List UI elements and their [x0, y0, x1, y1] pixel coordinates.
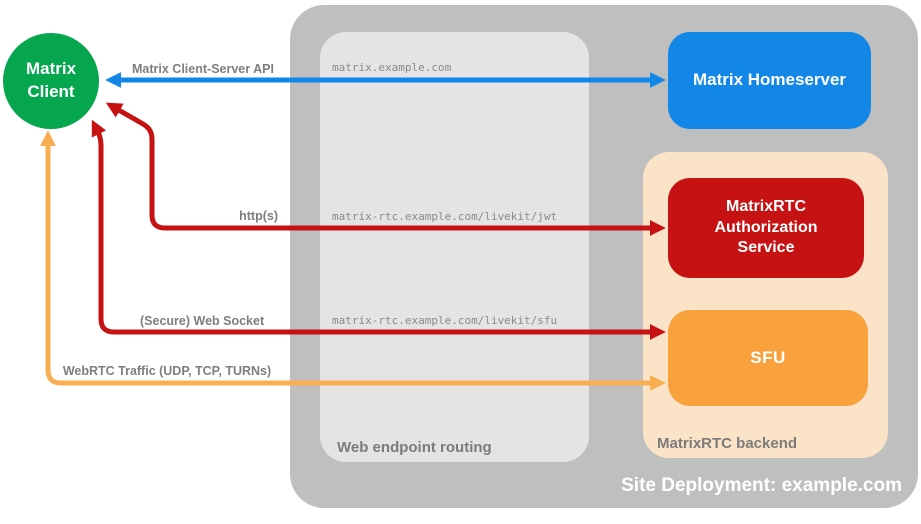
endpoint-url-homeserver: matrix.example.com [332, 61, 452, 74]
matrix-client-node: Matrix Client [3, 33, 99, 129]
matrixrtc-auth-service-label: MatrixRTC Authorization Service [714, 197, 818, 257]
sfu-label: SFU [750, 347, 786, 367]
connection-label-https: http(s) [239, 209, 278, 223]
matrix-homeserver-node: Matrix Homeserver [668, 32, 871, 129]
matrixrtc-auth-service-node: MatrixRTC Authorization Service [668, 178, 864, 278]
sfu-node: SFU [668, 310, 868, 406]
site-deployment-title: Site Deployment: example.com [621, 475, 902, 496]
matrix-client-label: Matrix Client [25, 59, 77, 101]
matrix-homeserver-label: Matrix Homeserver [692, 70, 847, 90]
connection-label-client-server-api: Matrix Client-Server API [132, 62, 274, 76]
connection-label-webrtc-traffic: WebRTC Traffic (UDP, TCP, TURNs) [62, 364, 272, 378]
endpoint-url-livekit-sfu: matrix-rtc.example.com/livekit/sfu [332, 314, 558, 327]
connection-label-web-socket: (Secure) Web Socket [140, 314, 265, 328]
matrixrtc-backend-label: MatrixRTC backend [657, 435, 798, 452]
web-endpoint-routing-container: Web endpoint routing [320, 32, 589, 462]
web-endpoint-routing-label: Web endpoint routing [337, 439, 492, 456]
endpoint-url-livekit-jwt: matrix-rtc.example.com/livekit/jwt [332, 210, 558, 223]
